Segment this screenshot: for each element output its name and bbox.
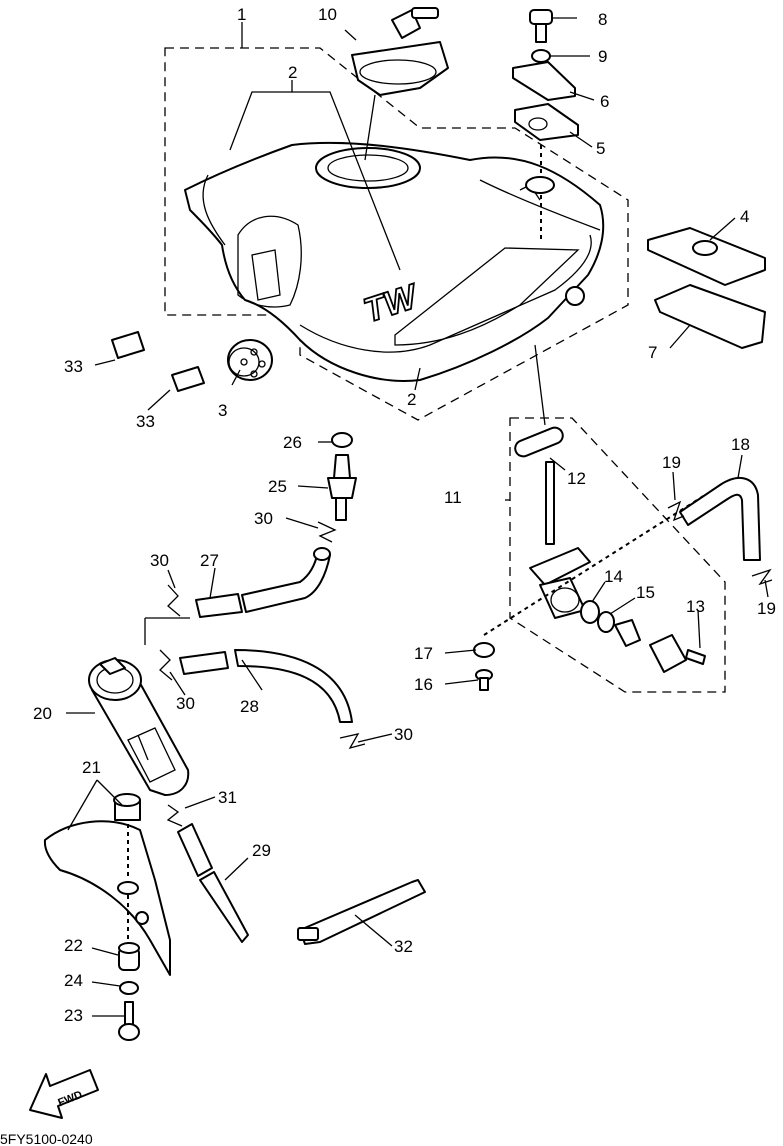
washer-24 (119, 981, 139, 995)
damper-3 (227, 339, 273, 381)
washer-17 (473, 642, 495, 658)
band-32 (299, 879, 426, 945)
hose-27 (195, 593, 243, 618)
callout-25: 25 (268, 477, 287, 496)
callout-33-lower: 33 (136, 412, 155, 431)
hose-18 (679, 476, 761, 561)
callout-23: 23 (64, 1006, 83, 1025)
pipe-25 (327, 454, 357, 521)
o-ring-15 (597, 611, 615, 633)
callout-30-top: 30 (254, 509, 273, 528)
bolt-8 (529, 9, 553, 43)
callout-21: 21 (82, 758, 101, 777)
bolt-23 (118, 1001, 140, 1041)
screw-16 (475, 669, 493, 691)
collar-22 (118, 942, 140, 971)
callout-33-upper: 33 (64, 357, 83, 376)
emblem-33-upper (111, 331, 145, 359)
callout-19-lower: 19 (757, 599, 776, 618)
gasket-12 (514, 426, 564, 458)
bracket-6 (512, 61, 576, 101)
grommet (525, 176, 555, 194)
callout-10: 10 (318, 5, 337, 24)
damper-21 (113, 793, 141, 821)
callout-26: 26 (283, 433, 302, 452)
forward-arrow-icon: FWD (29, 1069, 99, 1119)
callout-30-left: 30 (150, 551, 169, 570)
callout-7: 7 (648, 343, 657, 362)
leader-lines (66, 17, 769, 1017)
damper-7 (654, 284, 766, 349)
hose-29-short (177, 823, 213, 877)
callout-2-upper: 2 (288, 63, 297, 82)
callout-19-upper: 19 (662, 453, 681, 472)
callout-27: 27 (200, 551, 219, 570)
callout-5: 5 (596, 139, 605, 158)
callout-8: 8 (598, 10, 607, 29)
callout-20: 20 (33, 704, 52, 723)
fuel-cock-assembly-boundary (509, 417, 726, 693)
callout-31: 31 (218, 788, 237, 807)
callout-15: 15 (636, 583, 655, 602)
clip-19-upper (667, 500, 685, 522)
callout-16: 16 (414, 675, 433, 694)
emblem-33-lower (171, 366, 205, 392)
callout-24: 24 (64, 971, 83, 990)
callout-3: 3 (218, 401, 227, 420)
cover-plate (649, 634, 687, 673)
hose-27-long (241, 551, 331, 613)
callout-labels: 1 10 8 9 2 6 5 4 7 33 2 3 33 26 18 19 12… (33, 5, 776, 1025)
clip-30-mid (159, 649, 173, 681)
fuel-pump (88, 657, 190, 796)
callout-14: 14 (604, 567, 623, 586)
lever (614, 619, 641, 647)
callout-29: 29 (252, 841, 271, 860)
o-ring-14 (580, 600, 600, 624)
callout-6: 6 (600, 92, 609, 111)
fuel-filler-cap (351, 7, 449, 96)
diagram-code: 5FY5100-0240 (0, 1131, 93, 1146)
callout-9: 9 (598, 47, 607, 66)
o-ring-26 (331, 432, 353, 448)
callout-32: 32 (394, 937, 413, 956)
fuel-tank: TW (184, 141, 605, 382)
hose-28-short (179, 651, 229, 675)
callout-22: 22 (64, 936, 83, 955)
clip-19-lower (751, 568, 773, 586)
hose-28 (234, 649, 353, 723)
callout-30-right: 30 (394, 725, 413, 744)
tank-assembly-boundary (164, 47, 629, 421)
clip-30-right (339, 733, 366, 750)
callout-1: 1 (237, 5, 246, 24)
callout-13: 13 (686, 597, 705, 616)
fuel-cock (529, 461, 591, 619)
screw-13 (685, 649, 706, 665)
callout-17: 17 (414, 644, 433, 663)
hose-29 (199, 871, 249, 943)
callout-28: 28 (240, 697, 259, 716)
callout-11: 11 (444, 488, 462, 507)
clip-30-top (317, 521, 337, 543)
callout-2-lower: 2 (407, 390, 416, 409)
callout-12: 12 (567, 469, 586, 488)
clip-30-left (167, 584, 181, 617)
callout-4: 4 (740, 207, 749, 226)
callout-30-mid: 30 (176, 694, 195, 713)
washer-9 (531, 49, 551, 63)
damper-4 (647, 227, 766, 286)
callout-18: 18 (731, 435, 750, 454)
clip-31 (166, 804, 183, 827)
